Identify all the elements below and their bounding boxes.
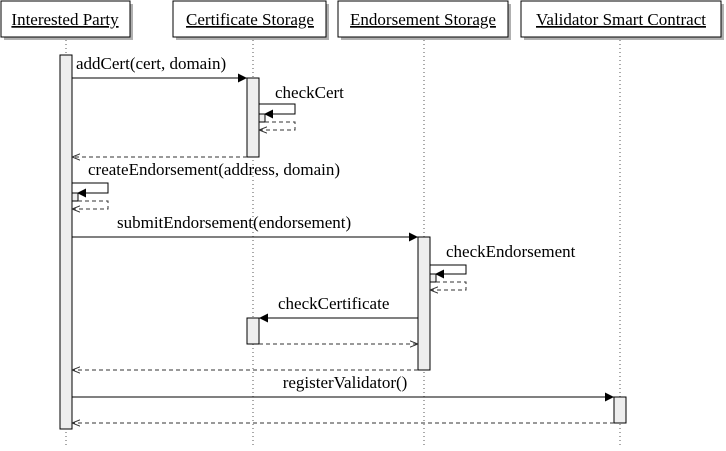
activation-certificate-storage-2 (246, 317, 260, 345)
message-create-endorsement: createEndorsement(address, domain) (71, 160, 340, 209)
message-label: registerValidator() (283, 373, 408, 392)
participant-label: Interested Party (11, 10, 119, 29)
activation-validator-smart-contract (613, 396, 627, 424)
message-label: checkCertificate (278, 294, 389, 313)
message-label: checkEndorsement (446, 242, 576, 261)
message-label: checkCert (275, 83, 344, 102)
activation-endorsement-storage (417, 236, 431, 371)
participant-label: Validator Smart Contract (536, 10, 706, 29)
message-add-cert: addCert(cert, domain) (72, 54, 247, 83)
activation-certificate-storage-1 (246, 77, 260, 158)
participant-interested-party: Interested Party (0, 0, 133, 40)
message-label: addCert(cert, domain) (76, 54, 226, 73)
message-label: submitEndorsement(endorsement) (117, 213, 351, 232)
message-check-certificate: checkCertificate (259, 294, 418, 323)
message-check-cert: checkCert (258, 83, 344, 130)
participant-label: Endorsement Storage (350, 10, 496, 29)
message-label: createEndorsement(address, domain) (88, 160, 340, 179)
message-submit-endorsement: submitEndorsement(endorsement) (72, 213, 418, 242)
participant-validator-smart-contract: Validator Smart Contract (520, 0, 724, 40)
activation-interested-party (59, 54, 73, 430)
participant-label: Certificate Storage (186, 10, 314, 29)
message-check-endorsement: checkEndorsement (429, 242, 576, 290)
participant-certificate-storage: Certificate Storage (172, 0, 329, 40)
participant-endorsement-storage: Endorsement Storage (337, 0, 511, 40)
message-register-validator: registerValidator() (72, 373, 614, 402)
